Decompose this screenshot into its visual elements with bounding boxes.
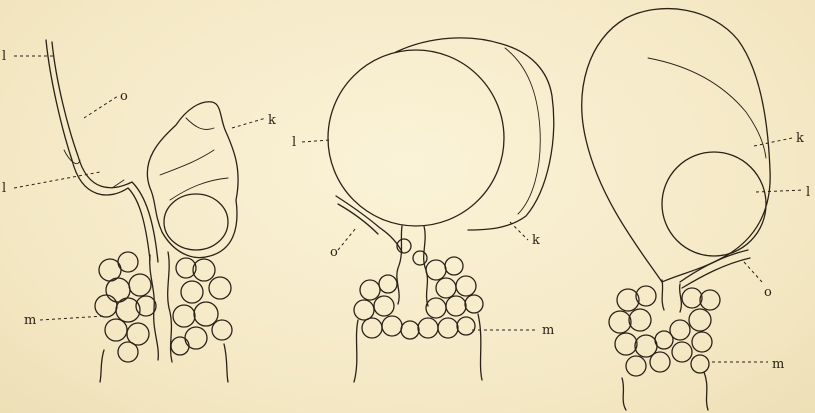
right-vesicle-l (662, 152, 766, 256)
middle-gland-cluster-m (354, 257, 483, 382)
middle-leader-lines (302, 140, 538, 330)
left-stalk (150, 252, 172, 362)
figure-right: k l o m (582, 9, 810, 410)
left-label-o: o (120, 89, 128, 104)
middle-label-l: l (292, 135, 296, 150)
left-vesicle-k (147, 102, 238, 258)
middle-vesicle-k (396, 38, 554, 230)
right-leader-lines (712, 138, 804, 362)
middle-stalk (397, 226, 428, 306)
left-label-m: m (24, 313, 36, 328)
middle-label-k: k (532, 233, 540, 248)
left-label-l-mid: l (2, 181, 6, 196)
figure-left: l o k l m (2, 40, 276, 382)
right-label-k: k (796, 131, 804, 146)
right-label-o: o (764, 285, 772, 300)
right-label-l: l (806, 185, 810, 200)
left-label-k: k (268, 113, 276, 128)
right-gland-cluster-m (609, 286, 720, 410)
figure-middle: l k o m (292, 38, 554, 382)
left-duct (46, 40, 158, 262)
middle-duct (336, 196, 402, 252)
left-label-l-top: l (2, 49, 6, 64)
left-gland-cluster-m (95, 252, 232, 382)
middle-label-o: o (330, 245, 338, 260)
right-stalk (662, 280, 681, 312)
right-label-m: m (772, 357, 784, 372)
middle-label-m: m (542, 323, 554, 338)
right-vesicle-k (582, 9, 770, 282)
middle-vesicle-l (328, 50, 504, 226)
